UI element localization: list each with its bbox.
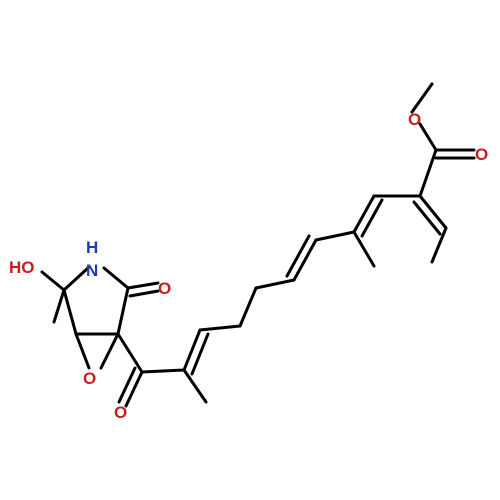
bond-lactam-double-a <box>126 281 160 290</box>
atom-label-epoxide-o: O <box>83 369 96 388</box>
atom-label-lactam-o: O <box>158 279 171 298</box>
bond-chain-3 <box>198 324 242 332</box>
atom-label-amide-n: N <box>86 261 98 280</box>
bond-tiglyl-ketone <box>140 368 186 374</box>
atom-label-hydroxyl: HO <box>9 258 35 277</box>
bond-diene-link <box>314 230 356 242</box>
bond-methyl-ester-o <box>410 82 434 114</box>
bond-hydroxy-c-methyl <box>52 288 66 324</box>
bond-carbonyl-alpha <box>418 148 438 198</box>
bond-chain-2 <box>238 286 258 328</box>
atom-label-ester-o-double: O <box>475 145 488 164</box>
bond-chain-1 <box>254 278 296 290</box>
bond-ketone-double-a <box>124 370 144 408</box>
bond-ring-lactam-c-n <box>102 266 130 290</box>
bond-diene-double-b <box>285 234 311 278</box>
bond-ring-hydroxy-c-ch <box>62 288 78 336</box>
bond-epoxide-ch-o <box>74 332 91 370</box>
atom-label-ester-o-single: O <box>408 110 421 129</box>
bond-ester-o-carbonyl <box>418 122 438 152</box>
bond-layer <box>40 82 476 408</box>
bond-diene-double-a <box>292 238 318 282</box>
bond-ketone-double-b <box>117 366 137 404</box>
bond-epoxide-q-o <box>99 332 120 370</box>
atom-label-layer: O O HO N H O O O <box>9 110 488 422</box>
bond-ethylidene-double-a <box>418 194 448 230</box>
bond-ring-n-hydroxy-c <box>62 266 90 292</box>
bond-tiglyl-double-b <box>190 332 210 376</box>
atom-label-amide-h: H <box>86 238 98 257</box>
bond-ketone-ring <box>116 332 144 374</box>
bond-methyl-branch-1 <box>352 230 376 268</box>
bond-hydroxy-c-oh <box>40 270 66 292</box>
bond-ethylidene-methyl <box>430 226 448 264</box>
bond-ring-q-lactam-c <box>116 286 130 336</box>
bond-lactam-double-b <box>128 289 160 298</box>
bond-vinyl-double-b <box>360 198 384 238</box>
bond-tiglyl-double-a <box>182 328 202 372</box>
bond-ethylidene-double-b <box>412 200 442 236</box>
bond-methyl-branch-2 <box>182 368 208 404</box>
atom-label-ketone-o: O <box>114 403 127 422</box>
bond-vinyl-double-a <box>352 194 376 234</box>
